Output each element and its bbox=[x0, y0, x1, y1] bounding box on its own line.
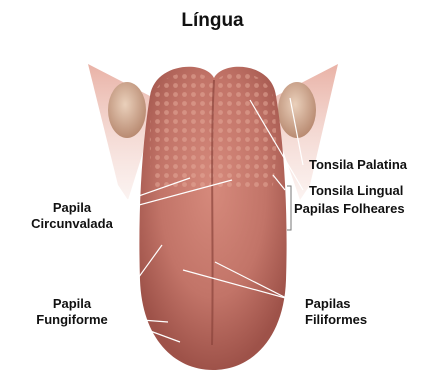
right-tonsil-shape bbox=[278, 82, 316, 138]
label-tonsila-palatina-text: Tonsila Palatina bbox=[309, 157, 407, 173]
label-papilas-filiformes-line2: Filiformes bbox=[305, 312, 367, 328]
label-papilas-filiformes-line1: Papilas bbox=[305, 296, 367, 312]
left-tonsil-shape bbox=[108, 82, 146, 138]
folheares-bracket bbox=[287, 186, 291, 230]
label-papila-circunvalada-line1: Papila bbox=[22, 200, 122, 216]
label-tonsila-lingual: Tonsila Lingual bbox=[309, 183, 403, 199]
label-tonsila-palatina: Tonsila Palatina bbox=[309, 157, 407, 173]
label-papila-circunvalada: Papila Circunvalada bbox=[22, 200, 122, 232]
label-papila-fungiforme-line1: Papila bbox=[22, 296, 122, 312]
label-papilas-folheares-text: Papilas Folheares bbox=[294, 201, 405, 217]
label-papilas-filiformes: Papilas Filiformes bbox=[305, 296, 367, 328]
diagram-title: Língua bbox=[0, 10, 425, 32]
label-papilas-folheares: Papilas Folheares bbox=[294, 201, 405, 217]
label-tonsila-lingual-text: Tonsila Lingual bbox=[309, 183, 403, 199]
label-papila-fungiforme: Papila Fungiforme bbox=[22, 296, 122, 328]
label-papila-circunvalada-line2: Circunvalada bbox=[22, 216, 122, 232]
label-papila-fungiforme-line2: Fungiforme bbox=[22, 312, 122, 328]
